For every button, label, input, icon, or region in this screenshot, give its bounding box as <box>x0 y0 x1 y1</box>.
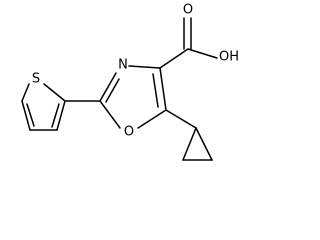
carboxylic-acid-group <box>159 17 218 69</box>
oxazole-ring <box>99 65 167 129</box>
bond-c2-c3-inner <box>51 103 60 128</box>
atom-nitrogen: N <box>118 58 128 73</box>
bond-c4-c5 <box>21 100 31 131</box>
bond-n-c4 <box>128 65 161 69</box>
atom-ring-oxygen: O <box>124 125 134 140</box>
bond-c2-n <box>99 72 117 102</box>
bond-o-c2 <box>99 100 121 129</box>
chemical-structure: S N O OH O <box>21 3 239 161</box>
bond-c5-cyclopropyl <box>165 109 197 129</box>
atom-sulfur: S <box>32 72 40 87</box>
bond-c2-n-inner <box>105 78 120 103</box>
bond-c5-s <box>21 83 30 102</box>
bond-s-c2 <box>43 83 66 102</box>
atom-hydroxyl: OH <box>219 50 239 65</box>
bond-c2-c3 <box>56 100 66 131</box>
bond-c4-c5-inner <box>26 103 35 127</box>
bond-cp-1 <box>182 127 197 161</box>
cyclopropyl-group <box>165 109 213 161</box>
bond-c4-carboxyl <box>159 48 189 69</box>
thiophene-ring <box>21 83 66 131</box>
bond-c4-c5-inner <box>152 73 159 108</box>
bond-c4-c5 <box>159 67 167 111</box>
bond-c5-o <box>137 109 167 129</box>
bond-carboxyl-oh <box>187 48 218 59</box>
bond-cp-3 <box>195 127 213 161</box>
atom-carbonyl-oxygen: O <box>183 3 193 18</box>
